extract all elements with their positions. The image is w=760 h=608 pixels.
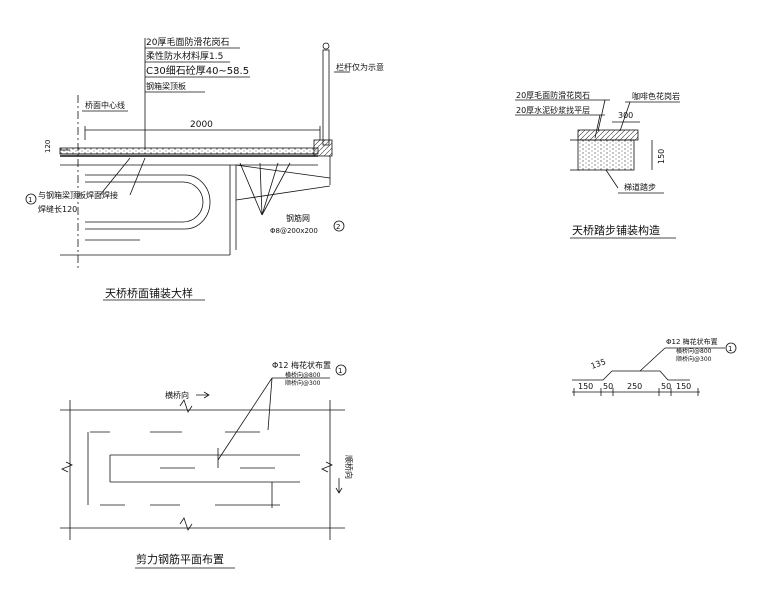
mesh-spec: Φ8@200x200 (270, 227, 318, 235)
layer1-text: 20厚毛面防滑花岗石 (146, 36, 229, 48)
deck-paving-detail (25, 38, 350, 301)
mesh-callout-num: 2 (336, 223, 340, 231)
weld-callout-circle (25, 193, 37, 205)
centerline-note: 桥面中心线 (85, 100, 125, 110)
longitudinal-arrow-icon (335, 478, 343, 494)
railing-cap (322, 42, 330, 50)
section-rebar-line1: 横桥向@800 (676, 347, 712, 355)
step-dim-top: 300 (618, 111, 633, 120)
layer4-text: 钢箱梁顶板 (146, 81, 186, 91)
step-layer1-text: 20厚毛面防滑花岗石 (516, 90, 590, 100)
width-dimension: 2000 (190, 120, 213, 130)
step-layer2-text: 20厚水泥砂浆找平层 (516, 105, 590, 115)
section-dim-3: 250 (627, 382, 642, 391)
plan-callout-num: 1 (338, 367, 342, 375)
section-callout-num: 1 (728, 345, 732, 353)
longitudinal-arrow-label: 顺桥向 (344, 455, 354, 479)
weld-note-2: 焊缝长120 (38, 204, 77, 214)
shear-stud-text: Φ12 梅花状布置 横桥向@800 顺桥向@300 1 135 150 50 2… (578, 337, 732, 391)
stud-profile (572, 370, 690, 381)
section-dim-5: 150 (676, 382, 691, 391)
section-dim-1: 150 (578, 382, 593, 391)
deck-paving-text: 20厚毛面防滑花岗石 柔性防水材料厚1.5 C30细石砼厚40~58.5 钢箱梁… (28, 36, 384, 300)
drawing2-title: 天桥踏步铺装构造 (572, 223, 660, 237)
railing-note: 栏杆仅为示意 (336, 62, 384, 72)
drawing3-title: 剪力钢筋平面布置 (136, 552, 224, 566)
girder-opening (85, 174, 211, 230)
step-note: 梯道踏步 (624, 182, 656, 192)
section-dim-4: 50 (661, 382, 671, 391)
section-dim-height: 135 (590, 357, 607, 371)
plan-callout-circle (335, 364, 347, 376)
drawing1-title: 天桥桥面铺装大样 (105, 286, 193, 300)
shear-rebar-plan (60, 364, 347, 569)
shear-stud-section (572, 342, 737, 396)
transverse-arrow-icon (196, 391, 210, 399)
section-callout-circle (725, 342, 737, 354)
section-dim-2: 50 (603, 382, 613, 391)
plan-rebar-line1: 横桥向@800 (285, 371, 321, 379)
layer2-text: 柔性防水材料厚1.5 (146, 50, 223, 62)
shear-rebar-text: Φ12 梅花状布置 横桥向@800 顺桥向@300 1 横桥向 顺桥向 剪力钢筋… (136, 360, 354, 566)
stone-note: 咖啡色花岗岩 (632, 91, 680, 101)
step-paving-text: 20厚毛面防滑花岗石 20厚水泥砂浆找平层 咖啡色花岗岩 300 150 梯道踏… (516, 90, 680, 237)
weld-note-1: 与钢箱梁顶板焊面焊接 (38, 190, 118, 200)
left-dimension: 120 (44, 140, 52, 153)
deck-paving-layer (59, 147, 319, 155)
granite-step-slab (577, 129, 639, 141)
plan-rebar-title: Φ12 梅花状布置 (272, 360, 331, 370)
section-rebar-title: Φ12 梅花状布置 (666, 337, 718, 346)
transverse-arrow-label: 横桥向 (165, 390, 189, 400)
weld-callout-num: 1 (28, 196, 32, 204)
railing-post (322, 49, 330, 146)
concrete-step-body (577, 139, 635, 171)
step-paving-detail (515, 99, 680, 239)
mesh-label: 钢筋网 (286, 213, 310, 223)
step-dim-height: 150 (657, 149, 666, 164)
section-rebar-line2: 顺桥向@300 (676, 355, 712, 363)
mesh-callout-circle (333, 220, 345, 232)
plan-rebar-line2: 顺桥向@300 (285, 379, 321, 387)
layer3-text: C30细石砼厚40~58.5 (146, 64, 249, 77)
